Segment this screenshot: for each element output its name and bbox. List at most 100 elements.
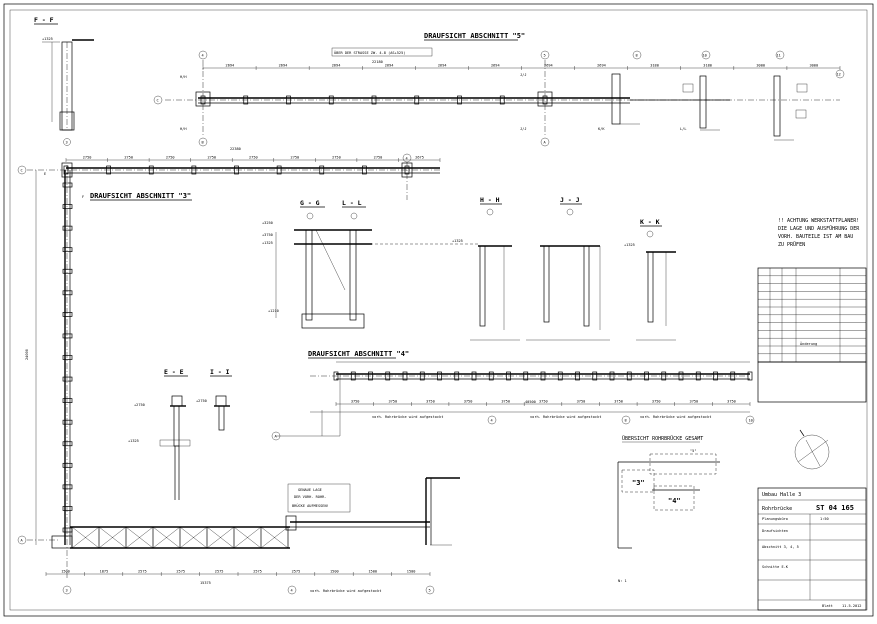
plan-4-post — [678, 371, 684, 381]
plan-3-post — [319, 165, 325, 175]
axis-bubble-4d — [745, 415, 755, 425]
dim-5-label: 2694 — [332, 64, 341, 68]
axis-bubble-4 — [198, 50, 208, 60]
plan-section-5: DRAUFSICHT ABSCHNITT "5" 4 5 8 10 11 12 … — [153, 32, 845, 147]
dim-4-label: 3750 — [727, 400, 736, 404]
plan-3-post — [234, 165, 239, 175]
plan-4-post — [644, 371, 649, 381]
plan-5-title: DRAUFSICHT ABSCHNITT "5" — [424, 32, 525, 40]
column-post — [62, 333, 73, 339]
plan-4-post — [523, 371, 529, 381]
column-post — [62, 182, 73, 188]
dim-4-label: 3750 — [690, 400, 699, 404]
svg-text:4: 4 — [491, 419, 493, 423]
svg-text:10: 10 — [749, 419, 753, 423]
dim-b-label: 2575 — [176, 570, 185, 574]
truss-diagonal — [260, 526, 289, 549]
dim-3-label: 2750 — [291, 156, 300, 160]
svg-text:+2750: +2750 — [134, 403, 145, 407]
plan-4-post — [575, 371, 580, 381]
column-post — [62, 462, 73, 468]
truss-diagonal — [152, 526, 181, 549]
svg-text:+1210: +1210 — [268, 309, 279, 313]
note-line-4: ZU PRÜFEN — [778, 241, 805, 248]
plan-4-post — [333, 371, 339, 381]
plan-4-post — [506, 371, 511, 381]
vertical-total: 24000 — [25, 349, 29, 360]
plan-4-post — [747, 371, 753, 381]
plan-5-post — [457, 95, 462, 105]
dim-5-label: 3180 — [650, 64, 659, 68]
bottom-total: 15375 — [200, 581, 211, 585]
plan-5-total: 22180 — [372, 60, 383, 64]
dim-4-label: 3750 — [351, 400, 360, 404]
dim-3-label: 2750 — [249, 156, 258, 160]
overview-scale: N: 1 — [618, 579, 627, 583]
svg-text:4: 4 — [202, 54, 204, 58]
svg-text:+1325: +1325 — [624, 243, 635, 247]
plan-3-post — [276, 165, 282, 175]
drawing-number: ST 04 165 — [816, 504, 854, 512]
axis-bubble-b6 — [425, 585, 435, 595]
column-post — [62, 247, 73, 253]
svg-text:+1325: +1325 — [452, 239, 463, 243]
dim-b-label: 2575 — [138, 570, 147, 574]
desc-3: Schnitte E-K — [762, 565, 789, 569]
bridge-note-line-3: BRÜCKE AUFMESSEN! — [292, 503, 329, 508]
axis-bubble-B — [198, 137, 208, 147]
plan-5-post — [243, 95, 249, 105]
column-post — [62, 268, 73, 274]
axis-bubble-A — [540, 137, 550, 147]
plan-4-post — [557, 371, 563, 381]
plan-5-post — [499, 95, 505, 105]
dim-5-label: 3000 — [756, 64, 765, 68]
bridge-note-line-1: GENAUE LAGE — [298, 488, 322, 492]
svg-text:K/K: K/K — [598, 127, 605, 131]
revision-table: Änderung — [757, 267, 867, 403]
section-gg-ll: G - G L - L +3250 +3750 +1325 +1210 — [262, 199, 480, 329]
plan-4-post — [592, 371, 598, 381]
truss-diagonal — [125, 526, 154, 549]
dim-5-label: 2694 — [491, 64, 500, 68]
plan-4-title: DRAUFSICHT ABSCHNITT "4" — [308, 350, 409, 358]
svg-text:4: 4 — [291, 589, 293, 593]
dim-b-label: 2575 — [292, 570, 301, 574]
dim-b-label: 1500 — [61, 570, 70, 574]
axis-bubble-b1 — [17, 165, 27, 175]
dim-5-label: 2694 — [279, 64, 288, 68]
plan-3-post — [191, 165, 197, 175]
truss-diagonal — [98, 526, 127, 549]
outer-border — [3, 3, 874, 617]
section-hh-title: H - H — [480, 196, 500, 204]
plan-3-post — [148, 165, 154, 175]
plan-5-post — [328, 95, 334, 105]
section-ee-ii: E - E I - I +2750 +1325 +2750 — [128, 368, 232, 500]
column-post — [62, 419, 73, 425]
dim-b-label: 1875 — [100, 570, 109, 574]
bridge-note: GENAUE LAGE DER VORH. ROHR- BRÜCKE AUFME… — [287, 483, 351, 513]
svg-text:3: 3 — [66, 589, 68, 593]
svg-text:C: C — [157, 99, 159, 103]
north-arrow-icon — [794, 429, 830, 470]
truss-diagonal — [233, 526, 262, 549]
dim-4-label: 3750 — [539, 400, 548, 404]
section-kk-title: K - K — [640, 218, 660, 226]
plan-4-post — [454, 371, 460, 381]
section-ll-title: L - L — [342, 199, 362, 207]
plan-3-title: DRAUFSICHT ABSCHNITT "3" — [90, 192, 191, 200]
plan-4-post — [402, 371, 408, 381]
plan-4-post — [540, 371, 546, 381]
plan-5-post — [414, 95, 420, 105]
axis-bubble-11 — [775, 50, 785, 60]
svg-text:J/J: J/J — [520, 127, 527, 131]
column-post — [62, 376, 73, 382]
plan-4-post — [471, 371, 477, 381]
note-line-2: DIE LAGE UND AUSFÜHRUNG DER — [778, 225, 860, 232]
axis-bubble-5 — [540, 50, 550, 60]
inner-border — [9, 9, 868, 611]
truss-diagonals — [71, 526, 289, 549]
svg-text:11: 11 — [777, 54, 781, 58]
column-post — [62, 225, 73, 231]
